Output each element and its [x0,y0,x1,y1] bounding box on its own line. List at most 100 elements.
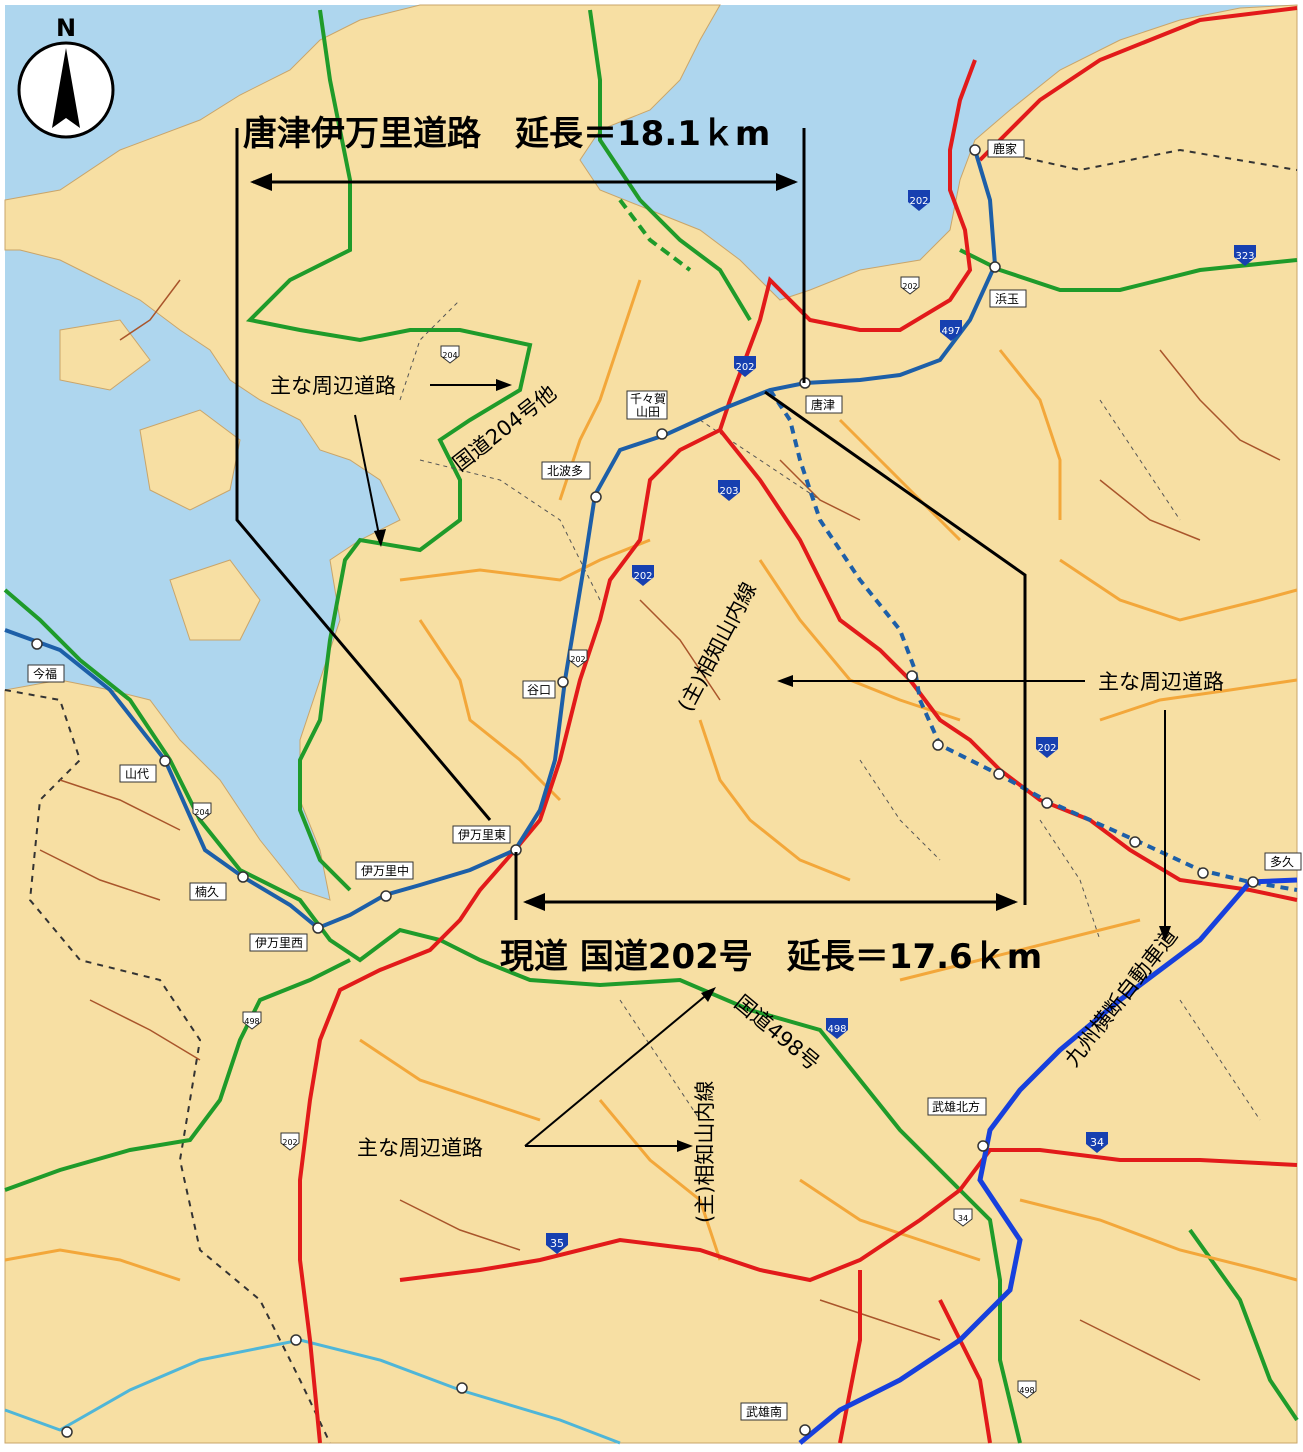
ic-label-imari-naka: 伊万里中 [361,863,409,878]
svg-text:202: 202 [570,655,585,664]
national-route-shield: 202 [1036,737,1058,758]
small-shield: 202 [280,1132,300,1151]
svg-text:204: 204 [194,808,209,817]
dimension-lines [235,128,1027,920]
svg-text:323: 323 [1235,251,1254,262]
new-road-dashed [768,388,1298,892]
svg-text:35: 35 [550,1237,564,1250]
svg-text:202: 202 [633,571,652,582]
pref-boundary [4,689,331,1444]
ic-label-yamashiro: 山代 [125,767,149,781]
ic-label-yamada: 山田 [636,405,660,419]
pointer-arrow-icon [374,529,386,547]
island-1 [139,409,241,511]
svg-text:202: 202 [735,362,754,373]
pointer-heads [374,379,1171,1152]
ic-label-imafuku: 今福 [33,666,57,681]
new-road-title: 唐津伊万里道路 延長＝18.1ｋm [243,114,770,154]
land [4,4,1298,1444]
route-shields: 202 323 497 202 203 202 202 498 34 35 20… [192,190,1256,1399]
svg-text:34: 34 [1090,1136,1104,1149]
pointer-arrow-icon [777,675,793,687]
ic-label-chikaga: 千々賀 [630,392,666,406]
svg-text:204: 204 [442,351,457,360]
small-shield: 204 [192,802,212,821]
ic-label-taku: 多久 [1270,855,1294,869]
green-route-east2 [1188,1228,1299,1422]
green-route-top [588,9,752,322]
svg-text:202: 202 [282,1138,297,1147]
small-shield: 202 [900,276,920,295]
ic-label-kashima: 鹿家 [993,141,1017,156]
current-road-extent-right [764,390,1027,905]
island-3 [59,319,151,391]
pointer-arrow-icon [496,379,512,391]
small-shield: 202 [568,649,588,668]
ic-label-takeo-minami: 武雄南 [746,1404,782,1419]
label-main-roads-1: 主な周辺道路 [270,374,396,398]
svg-text:497: 497 [941,326,960,337]
svg-text:202: 202 [1037,743,1056,754]
ic-label-takeo-kitagata: 武雄北方 [932,1099,980,1114]
compass: N [17,14,115,139]
arrow-right-icon [996,893,1018,911]
svg-text:498: 498 [244,1017,259,1026]
national-route-shield: 497 [940,320,962,341]
label-aichi-yamauchi-2: (主)相知山内線 [693,1081,717,1223]
arrow-left-icon [250,173,272,191]
green-route-498 [4,958,351,1192]
new-road-extent-left [235,128,492,821]
green-route-dash [618,198,692,272]
pointer-arrow-icon [701,987,716,1002]
green-route-north [245,9,533,892]
ic-label-karatsu: 唐津 [811,397,835,412]
north-arrow-icon [52,48,80,128]
svg-text:202: 202 [902,282,917,291]
ic-label-kusuku: 楠久 [195,884,219,899]
ic-label-kitahata: 北波多 [547,464,583,478]
label-main-roads-3: 主な周辺道路 [357,1136,483,1160]
national-route-shield: 498 [826,1018,848,1039]
national-route-shield: 202 [734,356,756,377]
ic-label-taniguchi: 谷口 [527,683,551,697]
interchange-labels: 鹿家 浜玉 唐津 千々賀 山田 北波多 谷口 伊万里東 伊万里中 伊万里西 楠久… [27,139,1302,1421]
national-route-shield: 202 [632,565,654,586]
national-route-shield: 202 [908,190,930,211]
label-main-roads-2: 主な周辺道路 [1098,670,1224,694]
expressway-shield: 35 [546,1233,568,1254]
national-route-shield: 203 [718,480,740,501]
svg-text:203: 203 [719,486,738,497]
route-202-current [298,59,977,1444]
arrowheads [250,173,1018,911]
small-shield: 34 [953,1208,973,1227]
current-road-title: 現道 国道202号 延長＝17.6ｋm [500,937,1042,977]
svg-text:34: 34 [958,1214,968,1223]
svg-text:202: 202 [909,196,928,207]
route-red-south [399,1148,1298,1283]
route-203 [718,428,1298,902]
route-red-branch [938,1299,992,1444]
kyushu-expressway [798,877,1298,1445]
rail-dashed-top [989,148,1298,172]
svg-text:498: 498 [827,1024,846,1035]
small-shield: 498 [242,1011,262,1030]
expressway-shield: 34 [1086,1132,1108,1153]
ic-label-imari-higashi: 伊万里東 [458,828,506,842]
pointer-lines [354,384,1166,1147]
small-shield: 204 [440,345,460,364]
pointer-arrow-icon [677,1140,693,1152]
ic-label-hamatama: 浜玉 [995,292,1019,306]
small-shield: 498 [1017,1380,1037,1399]
national-route-shield: 323 [1234,245,1256,266]
arrow-right-icon [776,173,798,191]
pointer-arrow-icon [1159,926,1171,942]
interchange-points [31,144,1259,1438]
compass-label: N [56,14,76,42]
ic-label-imari-nishi: 伊万里西 [255,936,303,950]
dashed-boundaries [399,299,1261,1121]
arrow-left-icon [523,893,545,911]
island-2 [169,559,261,641]
route-red-north [978,6,1298,162]
